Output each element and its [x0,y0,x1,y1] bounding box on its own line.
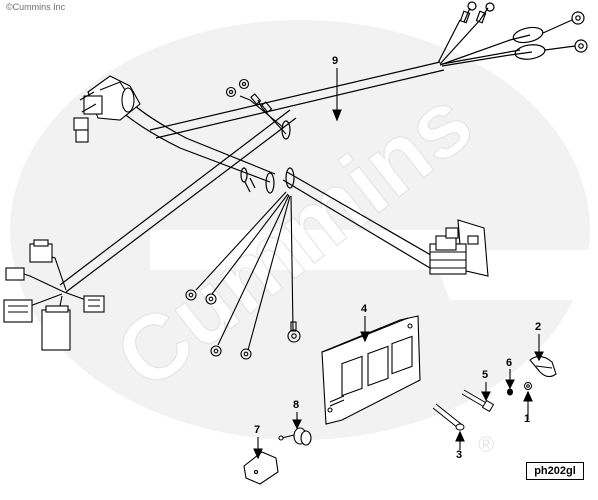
clip-part [529,355,557,378]
callout-4: 4 [361,303,368,315]
upper-left-connector [73,75,141,143]
callout-5: 5 [482,369,489,381]
callout-9: 9 [332,55,339,67]
callout-8: 8 [293,399,300,411]
callout-3: 3 [456,449,463,461]
lower-ring-terminals [185,191,301,360]
lower-left-connectors [3,239,105,351]
copyright-notice: ©Cummins Inc [6,2,66,12]
callout-7: 7 [254,424,261,436]
long-bolt-part [432,403,465,431]
registered-mark: ® [478,432,494,457]
right-connector-block [429,219,489,277]
tag-part [243,451,279,485]
nut-part [524,382,532,390]
callout-6: 6 [506,357,513,369]
figure-id-label: ph202gl [526,462,584,480]
callout-2: 2 [535,321,542,333]
top-right-ring-terminals [437,1,588,67]
ecm-module [321,315,421,425]
wiring-harness [59,61,445,293]
upper-mid-ring-terminals [225,78,287,135]
callout-1: 1 [524,413,531,425]
screw-part [461,389,495,413]
sensor-part [278,427,312,446]
washer-part [507,388,513,396]
callout-leaders [253,68,544,460]
